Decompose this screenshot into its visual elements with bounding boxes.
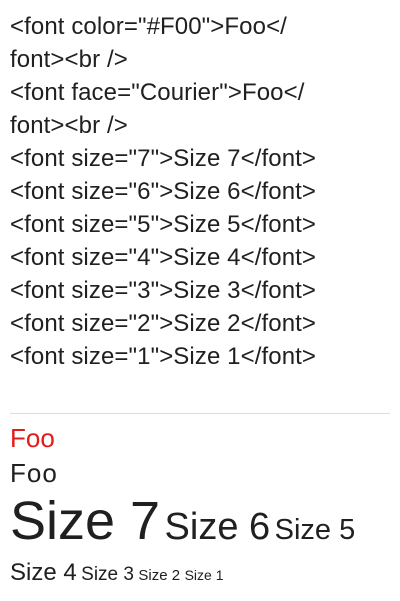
- red-foo-text: Foo: [10, 423, 55, 453]
- size-2-text: Size 2: [138, 567, 181, 584]
- source-line-1: <font color="#F00">Foo</: [10, 13, 287, 40]
- source-line-4: font><br />: [10, 112, 128, 139]
- source-line-8: <font size="4">Size 4</font>: [10, 244, 317, 271]
- size-6-text: Size 6: [164, 506, 271, 548]
- source-line-2: font><br />: [10, 46, 128, 73]
- source-line-3: <font face="Courier">Foo</: [10, 79, 305, 106]
- source-line-11: <font size="1">Size 1</font>: [10, 343, 317, 370]
- size-row-small: Size 4 Size 3 Size 2 Size 1: [10, 557, 395, 592]
- source-line-9: <font size="3">Size 3</font>: [10, 277, 317, 304]
- size-3-text: Size 3: [81, 564, 134, 585]
- section-divider: [10, 413, 390, 414]
- rendered-output: Foo Foo Size 7 Size 6 Size 5 Size 4 Size…: [10, 421, 395, 592]
- size-4-text: Size 4: [10, 559, 77, 586]
- size-5-text: Size 5: [274, 514, 356, 546]
- html-source-code: <font color="#F00">Foo</ font><br /> <fo…: [10, 10, 390, 373]
- courier-foo-text: Foo: [10, 458, 58, 488]
- source-line-5: <font size="7">Size 7</font>: [10, 145, 317, 172]
- source-line-7: <font size="5">Size 5</font>: [10, 211, 317, 238]
- size-1-text: Size 1: [184, 567, 224, 583]
- size-7-text: Size 7: [10, 491, 161, 551]
- size-row-large: Size 7 Size 6 Size 5: [10, 491, 395, 551]
- source-line-6: <font size="6">Size 6</font>: [10, 178, 317, 205]
- source-line-10: <font size="2">Size 2</font>: [10, 310, 317, 337]
